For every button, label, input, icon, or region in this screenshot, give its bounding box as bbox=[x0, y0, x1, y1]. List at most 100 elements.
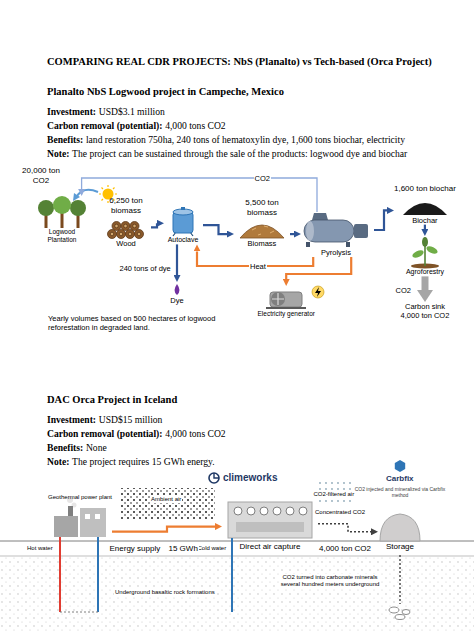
water-pipes bbox=[231, 538, 233, 612]
wood-logs bbox=[112, 222, 121, 231]
wood-logs bbox=[119, 232, 123, 236]
pipe-label: Hot water bbox=[27, 545, 53, 552]
logwood-trees bbox=[38, 200, 54, 216]
logwood-trees bbox=[53, 196, 71, 214]
wood-logs bbox=[130, 222, 139, 231]
co2-uptake-arrow bbox=[77, 190, 98, 196]
biochar-pile bbox=[403, 203, 447, 215]
node-text: Logwood Plantation bbox=[34, 228, 90, 244]
field-value: land restoration 750ha, 240 tons of hema… bbox=[86, 134, 405, 145]
diagram-node: Agroforestry bbox=[400, 236, 450, 276]
co2-uptake-arrow bbox=[73, 190, 98, 201]
logwood-trees bbox=[38, 196, 86, 228]
flow-arrow bbox=[203, 225, 227, 234]
field-name: Investment: bbox=[47, 106, 96, 117]
agroforestry-plant bbox=[422, 237, 428, 247]
icon-space bbox=[400, 236, 450, 268]
node-text: Biomass bbox=[234, 239, 290, 248]
field-name: Carbon removal (potential): bbox=[47, 428, 162, 439]
wood-logs bbox=[137, 232, 141, 236]
dac-plant bbox=[228, 502, 312, 538]
pyrolysis-machine bbox=[346, 242, 350, 247]
text-line: Carbon removal (potential):4,000 tons CO… bbox=[47, 428, 469, 440]
carbfix-logo-icon bbox=[395, 460, 405, 472]
diagram-node: 1,600 ton biocharBiochar bbox=[394, 184, 456, 225]
field-value: USD$3.1 million bbox=[99, 106, 165, 117]
co2-uptake-label: 20,000 ton CO2 bbox=[18, 166, 64, 185]
field-name: Note: bbox=[47, 148, 69, 159]
icon-space bbox=[298, 212, 374, 248]
dye-drop bbox=[175, 284, 180, 295]
ground-layers bbox=[0, 541, 474, 632]
edge-label: 240 tons of dye bbox=[119, 264, 172, 273]
diagram-node: Logwood Plantation bbox=[34, 196, 90, 244]
field-value: The project requires 15 GWh energy. bbox=[72, 456, 215, 467]
dac-plant bbox=[234, 507, 242, 515]
dac-plant bbox=[260, 507, 268, 515]
water-pipes bbox=[60, 537, 232, 612]
electricity-generator bbox=[266, 307, 306, 309]
pipe-label: Cold water bbox=[198, 545, 227, 552]
icon-space bbox=[234, 217, 290, 239]
co2-injection bbox=[395, 615, 405, 620]
brand-logo: climeworks bbox=[223, 472, 277, 484]
volume-note: Yearly volumes based on 500 hectares of … bbox=[48, 314, 248, 332]
diagram-node: Geothermal power plant bbox=[48, 494, 112, 544]
node-text: 1,600 ton biochar bbox=[394, 184, 456, 194]
ground-label: CO2 turned into carbonate minerals sever… bbox=[279, 574, 381, 588]
pyrolysis-machine bbox=[306, 242, 310, 247]
water-pipes bbox=[59, 537, 61, 612]
climeworks-logo-icon bbox=[209, 473, 219, 483]
diagram-node: Direct air capture bbox=[222, 496, 318, 552]
icon-space bbox=[165, 282, 189, 296]
wood-logs bbox=[108, 222, 144, 239]
biochar-pile bbox=[403, 203, 447, 215]
co2-injection bbox=[402, 610, 410, 615]
wood-logs bbox=[108, 230, 117, 239]
flow-arrow bbox=[112, 527, 215, 532]
band-label: Energy supply bbox=[110, 544, 161, 554]
dac-plant bbox=[236, 522, 304, 532]
field-value: None bbox=[86, 442, 107, 453]
dac-plant bbox=[299, 507, 307, 515]
text-line: Investment:USD$3.1 million bbox=[47, 106, 469, 118]
biomass-pile bbox=[240, 225, 284, 238]
flow-arrow bbox=[374, 210, 387, 230]
storage-dome bbox=[380, 514, 420, 541]
icon-space bbox=[222, 496, 318, 542]
geothermal-plant bbox=[54, 516, 78, 537]
icon-space bbox=[258, 286, 315, 310]
icon-space bbox=[101, 215, 151, 239]
diagram-node: Dye bbox=[165, 282, 189, 305]
geothermal-plant bbox=[54, 497, 106, 537]
autoclave-tank bbox=[181, 207, 185, 210]
diagram-node: Carbon sink 4,000 ton CO2 bbox=[396, 302, 454, 320]
node-text: Carbon sink 4,000 ton CO2 bbox=[396, 302, 454, 320]
pyrolysis-machine bbox=[304, 213, 368, 247]
edge-label: CO2 bbox=[254, 174, 271, 183]
air-label: Ambient air bbox=[150, 496, 182, 503]
diagram-node: 6,250 ton biomassWood bbox=[101, 196, 151, 248]
section-heading: Planalto NbS Logwood project in Campeche… bbox=[47, 86, 284, 99]
diagram-node: Electricity generator bbox=[258, 286, 315, 318]
climeworks-logo-icon bbox=[214, 473, 219, 478]
node-text: 6,250 ton biomass bbox=[101, 196, 151, 215]
text-line: Note:The project can be sustained throug… bbox=[47, 148, 469, 160]
pyrolysis-machine bbox=[312, 213, 328, 220]
flow-arrow bbox=[424, 225, 426, 229]
logwood-trees bbox=[45, 214, 48, 228]
ambient-air-dots bbox=[120, 488, 215, 520]
diagram-node: Pyrolysis bbox=[298, 212, 374, 257]
node-text: Direct air capture bbox=[222, 542, 318, 552]
electricity-generator bbox=[271, 292, 285, 306]
co2-injection bbox=[399, 555, 400, 604]
page-title: COMPARING REAL CDR PROJECTS: NbS (Planal… bbox=[47, 56, 467, 69]
flow-arrow bbox=[318, 524, 371, 532]
edge-label: Heat bbox=[249, 262, 267, 271]
geothermal-plant bbox=[80, 508, 106, 537]
autoclave-tank bbox=[173, 207, 193, 236]
wood-logs bbox=[115, 224, 119, 228]
agroforestry-plant bbox=[425, 245, 438, 256]
field-value: 4,000 tons CO2 bbox=[165, 120, 226, 131]
